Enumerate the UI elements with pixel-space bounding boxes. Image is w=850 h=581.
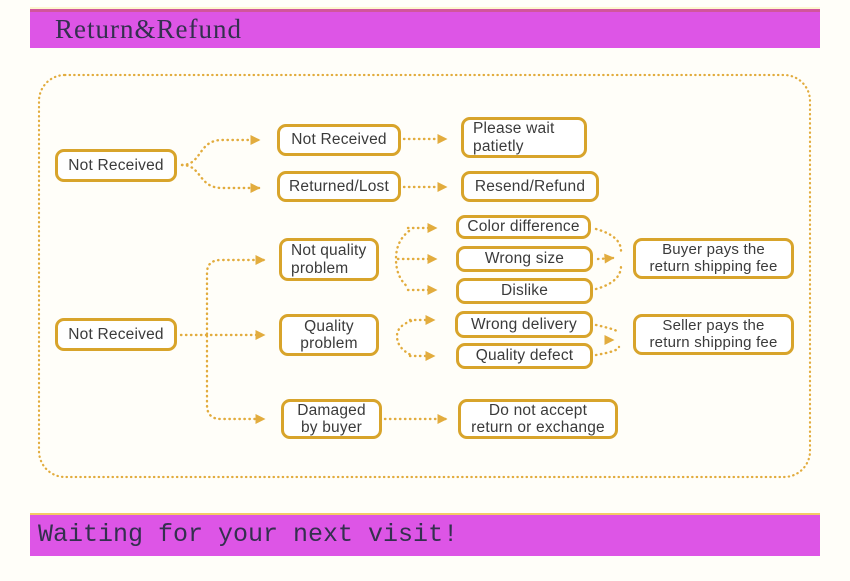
edge-nr3-nqp [205, 255, 266, 336]
flow-node-quality-defect: Quality defect [456, 343, 593, 369]
flow-node-quality-problem: Quality problem [279, 314, 379, 356]
edge-qp-arc [395, 319, 413, 357]
flow-node-not-quality-problem: Not quality problem [279, 238, 379, 281]
flow-node-seller-pays-fee: Seller pays the return shipping fee [633, 314, 794, 355]
flow-node-dislike: Dislike [456, 278, 593, 304]
flow-node-buyer-pays-fee: Buyer pays the return shipping fee [633, 238, 794, 279]
dotted-frame [37, 73, 812, 479]
edge-nr1-rl [180, 163, 261, 193]
edge-qd-sp [594, 345, 621, 357]
flow-edges [179, 134, 623, 424]
flow-node-not-received-3: Not Received [55, 318, 177, 351]
edge-nr1-nr2 [180, 135, 261, 167]
page-title: Return&Refund [55, 14, 242, 44]
header-banner: Return&Refund [30, 9, 820, 48]
flow-node-do-not-accept: Do not accept return or exchange [458, 399, 618, 439]
footer-banner: Waiting for your next visit! [30, 513, 820, 556]
edge-nqp-arc [394, 229, 411, 290]
flow-node-color-difference: Color difference [456, 215, 591, 239]
edge-cd-bp [594, 227, 623, 253]
flow-node-wrong-delivery: Wrong delivery [455, 311, 593, 338]
edge-ws-bp [596, 253, 615, 264]
edge-nr3-db [205, 334, 266, 424]
edge-dl-bp [594, 264, 623, 291]
edge-wd-sp [594, 323, 621, 335]
footer-text: Waiting for your next visit! [38, 520, 459, 549]
flow-node-resend-refund: Resend/Refund [461, 171, 599, 202]
flow-node-not-received-1: Not Received [55, 149, 177, 182]
flow-node-wrong-size: Wrong size [456, 246, 593, 272]
flow-node-damaged-by-buyer: Damaged by buyer [281, 399, 382, 439]
flow-node-please-wait: Please wait patietly [461, 117, 587, 158]
flow-node-returned-lost: Returned/Lost [277, 171, 401, 202]
flow-node-not-received-2: Not Received [277, 124, 401, 156]
